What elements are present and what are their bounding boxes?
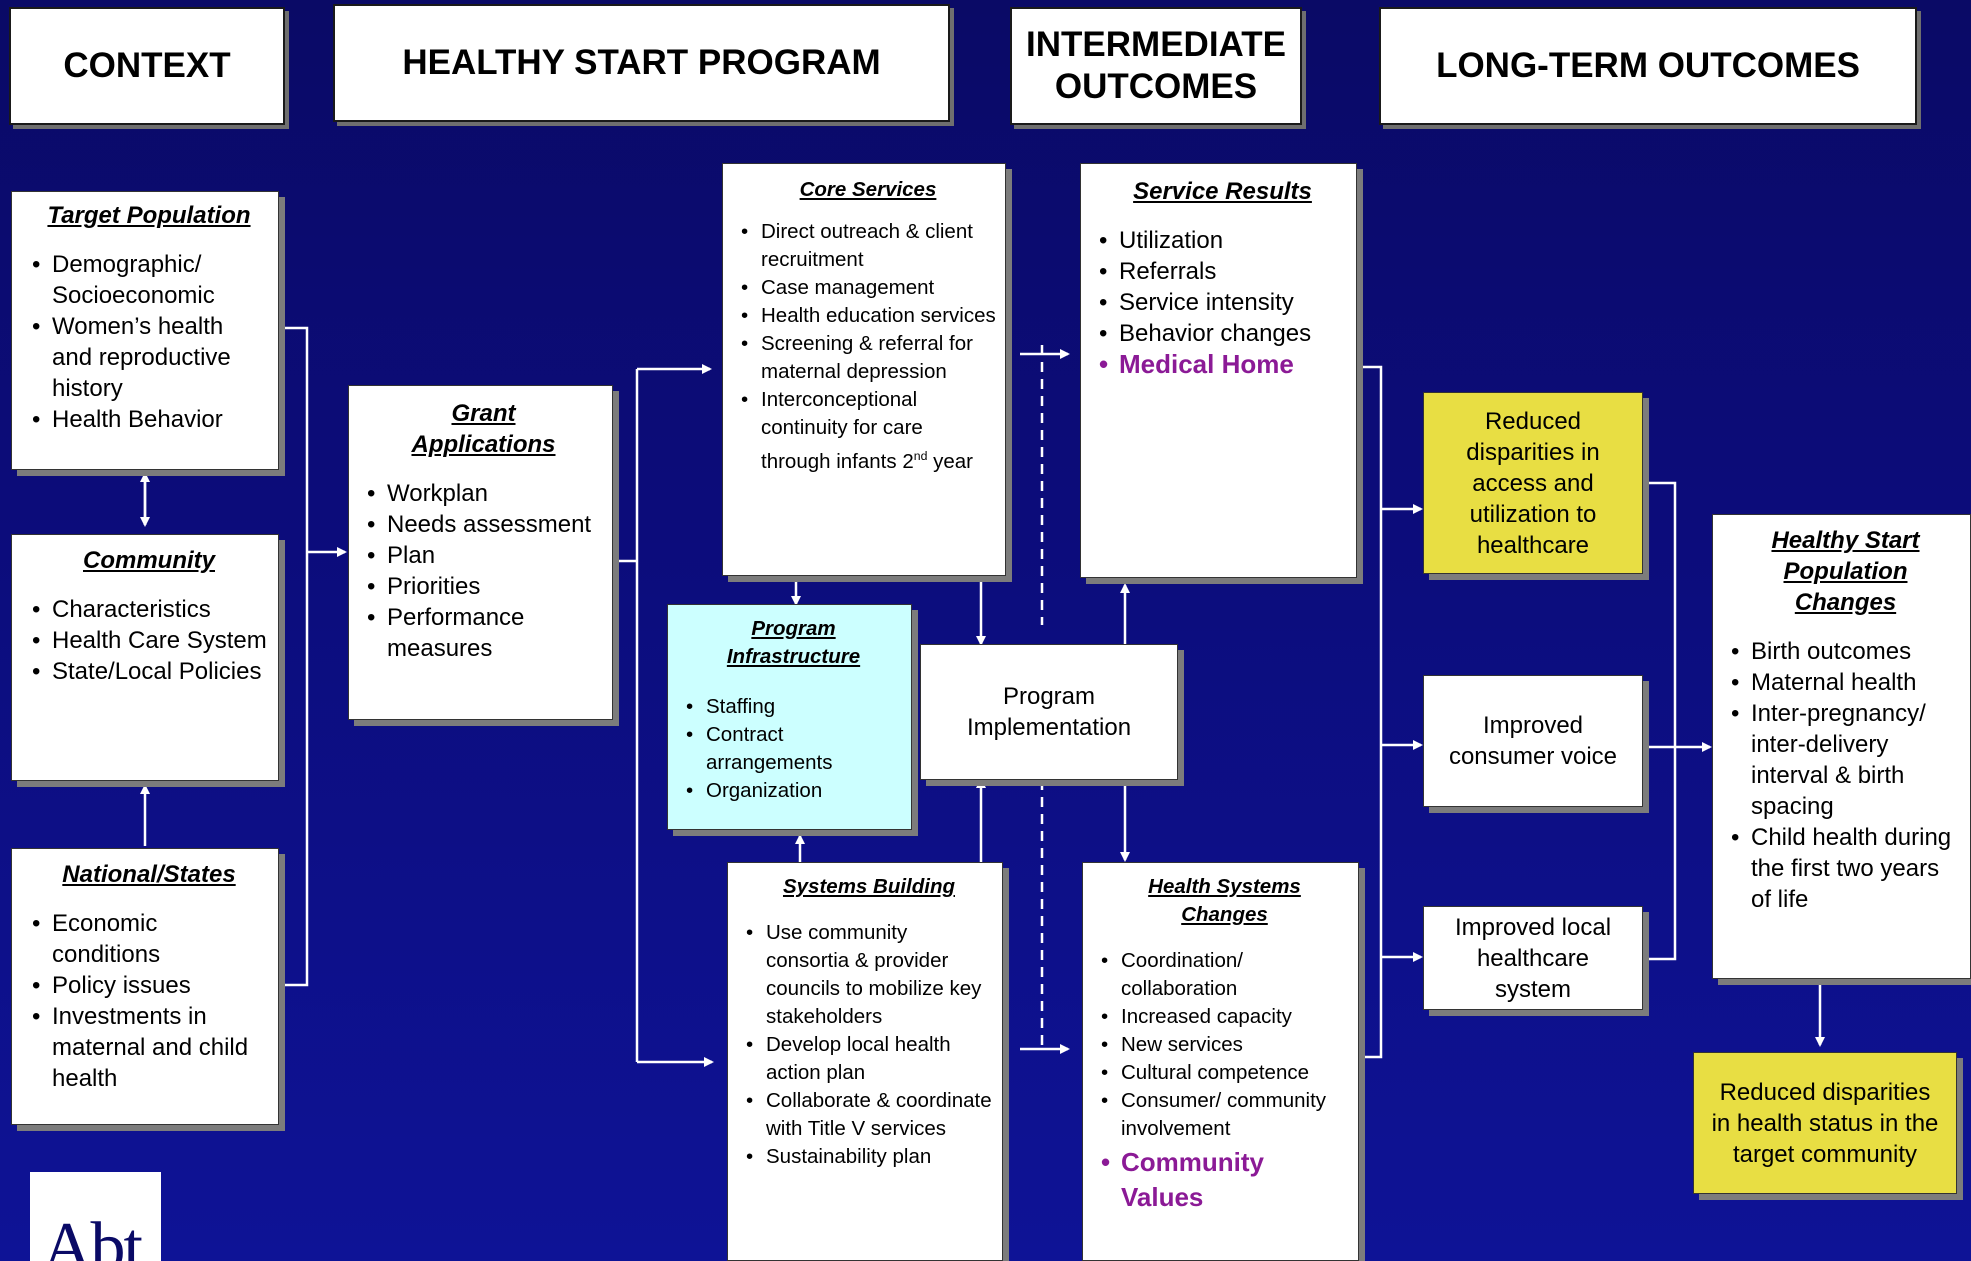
program-infrastructure-list: Staffing Contract arrangements Organizat… [684, 693, 903, 805]
population-changes-title-line2: Population [1783, 558, 1908, 585]
population-changes-title-line3: Changes [1794, 589, 1897, 616]
target-population-list: Demographic/ Socioeconomic Women’s healt… [30, 249, 268, 435]
program-implementation-line2: Implementation [966, 714, 1132, 741]
list-item: Priorities [365, 571, 602, 602]
population-changes-list: Birth outcomes Maternal health Inter-pre… [1729, 636, 1962, 915]
list-item: Economic conditions [30, 908, 268, 970]
national-states-box: National/States Economic conditions Poli… [11, 848, 279, 1125]
core-services-last-tail: year [927, 449, 973, 473]
list-item: Child health during the first two years … [1729, 822, 1962, 915]
header-long-term-outcomes: LONG-TERM OUTCOMES [1379, 7, 1917, 125]
core-services-last-text: Interconceptional continuity for care th… [761, 388, 923, 473]
list-item: Health Care System [30, 625, 268, 656]
program-infrastructure-box: Program Infrastructure Staffing Contract… [667, 604, 912, 830]
community-list: Characteristics Health Care System State… [30, 594, 268, 687]
header-healthy-start-program: HEALTHY START PROGRAM [333, 4, 950, 122]
list-item: New services [1099, 1031, 1350, 1059]
list-item: Interconceptional continuity for care th… [739, 386, 997, 476]
service-results-box: Service Results Utilization Referrals Se… [1080, 163, 1357, 578]
core-services-box: Core Services Direct outreach & client r… [722, 163, 1006, 576]
systems-building-title: Systems Building [782, 875, 955, 898]
grant-applications-box: Grant Applications Workplan Needs assess… [348, 385, 613, 720]
community-title: Community [83, 547, 215, 574]
list-item: Plan [365, 540, 602, 571]
list-item: Behavior changes [1097, 318, 1348, 349]
reduced-disparities-access-box: Reduced disparities in access and utiliz… [1423, 392, 1643, 574]
list-item: Use community consortia & provider counc… [744, 919, 994, 1031]
list-item: Workplan [365, 478, 602, 509]
improved-consumer-voice-box: Improved consumer voice [1423, 675, 1643, 807]
header-intermediate-line1: INTERMEDIATE [1026, 25, 1286, 64]
systems-building-list: Use community consortia & provider counc… [744, 919, 994, 1171]
community-box: Community Characteristics Health Care Sy… [11, 534, 279, 781]
abt-logo-text: Abt [42, 1209, 143, 1261]
core-services-title: Core Services [799, 178, 937, 201]
list-item: Service intensity [1097, 287, 1348, 318]
grant-applications-title-line2: Applications [411, 431, 556, 458]
improved-local-healthcare-box: Improved local healthcare system [1423, 906, 1643, 1010]
list-item: Staffing [684, 693, 903, 721]
program-implementation-box: Program Implementation [920, 644, 1178, 780]
target-population-box: Target Population Demographic/ Socioecon… [11, 191, 279, 470]
list-item: Women’s health and reproductive history [30, 311, 268, 404]
list-item: Utilization [1097, 225, 1348, 256]
list-item: Coordination/ collaboration [1099, 947, 1350, 1003]
health-systems-changes-title-line2: Changes [1181, 903, 1268, 926]
list-item: Needs assessment [365, 509, 602, 540]
header-intermediate-line2: OUTCOMES [1054, 67, 1258, 106]
list-item: Direct outreach & client recruitment [739, 218, 997, 274]
grant-applications-list: Workplan Needs assessment Plan Prioritie… [365, 478, 602, 664]
core-services-list: Direct outreach & client recruitment Cas… [739, 218, 997, 476]
list-item: Health Behavior [30, 404, 268, 435]
list-item: Investments in maternal and child health [30, 1001, 268, 1094]
target-population-title: Target Population [47, 202, 251, 229]
list-item-highlight: Community Values [1099, 1145, 1350, 1215]
national-states-list: Economic conditions Policy issues Invest… [30, 908, 268, 1094]
systems-building-box: Systems Building Use community consortia… [727, 862, 1003, 1261]
reduced-disparities-health-status-box: Reduced disparities in health status in … [1693, 1052, 1957, 1194]
list-item: Sustainability plan [744, 1143, 994, 1171]
list-item: Screening & referral for maternal depres… [739, 330, 997, 386]
health-systems-changes-box: Health Systems Changes Coordination/ col… [1082, 862, 1359, 1261]
core-services-last-sup: nd [913, 449, 928, 463]
program-infrastructure-title-line2: Infrastructure [726, 645, 861, 668]
health-systems-changes-title-line1: Health Systems [1148, 875, 1301, 898]
program-implementation-line1: Program [1002, 683, 1096, 710]
service-results-title: Service Results [1133, 178, 1312, 205]
list-item: Performance measures [365, 602, 602, 664]
list-item: Cultural competence [1099, 1059, 1350, 1087]
population-changes-box: Healthy Start Population Changes Birth o… [1712, 514, 1971, 979]
list-item: Referrals [1097, 256, 1348, 287]
abt-logo: Abt [30, 1172, 161, 1261]
national-states-title: National/States [62, 861, 236, 888]
service-results-list: Utilization Referrals Service intensity … [1097, 225, 1348, 380]
list-item: Collaborate & coordinate with Title V se… [744, 1087, 994, 1143]
header-context: CONTEXT [9, 7, 285, 125]
population-changes-title-line1: Healthy Start [1771, 527, 1920, 554]
list-item: Policy issues [30, 970, 268, 1001]
health-systems-changes-list: Coordination/ collaboration Increased ca… [1099, 947, 1350, 1215]
grant-applications-title-line1: Grant [451, 400, 516, 427]
list-item: Contract arrangements [684, 721, 903, 777]
list-item: Inter-pregnancy/ inter-delivery interval… [1729, 698, 1962, 822]
list-item: Health education services [739, 302, 997, 330]
list-item: Consumer/ community involvement [1099, 1087, 1350, 1143]
list-item: Develop local health action plan [744, 1031, 994, 1087]
list-item: Organization [684, 777, 903, 805]
list-item: Characteristics [30, 594, 268, 625]
program-infrastructure-title-line1: Program [751, 617, 836, 640]
list-item: Increased capacity [1099, 1003, 1350, 1031]
list-item: Demographic/ Socioeconomic [30, 249, 268, 311]
header-intermediate-outcomes: INTERMEDIATE OUTCOMES [1010, 7, 1302, 125]
list-item: Maternal health [1729, 667, 1962, 698]
list-item-highlight: Medical Home [1097, 349, 1348, 380]
list-item: State/Local Policies [30, 656, 268, 687]
list-item: Case management [739, 274, 997, 302]
list-item: Birth outcomes [1729, 636, 1962, 667]
